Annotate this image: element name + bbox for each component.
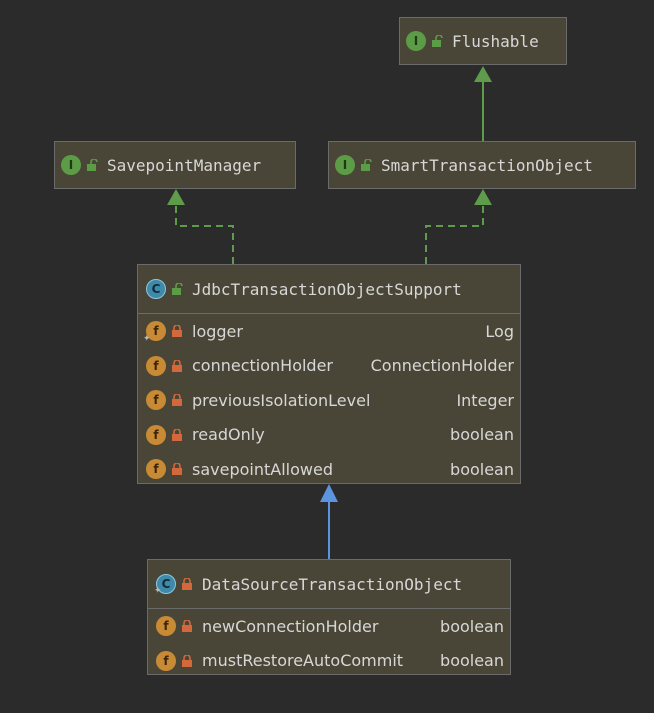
interface-icon: I	[406, 31, 426, 51]
field-icon: f	[146, 424, 166, 445]
node-title: SmartTransactionObject	[381, 155, 593, 175]
field-row-must-restore-auto-commit[interactable]: f mustRestoreAutoCommit boolean	[148, 644, 510, 679]
edge-jdbc-to-savepoint	[175, 203, 234, 264]
field-row-previous-isolation-level[interactable]: f previousIsolationLevel Integer	[138, 383, 520, 418]
field-type: ConnectionHolder	[370, 356, 514, 376]
private-lock-icon	[170, 462, 184, 476]
field-icon: f	[146, 459, 166, 480]
field-row-new-connection-holder[interactable]: f newConnectionHolder boolean	[148, 609, 510, 644]
field-type: boolean	[450, 459, 514, 479]
arrowhead-savepoint	[167, 189, 185, 205]
interface-icon: I	[335, 155, 355, 175]
flushable-header: I Flushable	[400, 18, 566, 64]
public-icon	[170, 282, 184, 296]
field-type: Integer	[456, 390, 514, 410]
smart-transaction-object-header: I SmartTransactionObject	[329, 142, 635, 188]
abstract-class-icon: C	[146, 279, 166, 299]
field-type: boolean	[440, 651, 504, 671]
field-row-logger[interactable]: f✦ logger Log	[138, 314, 520, 349]
private-lock-icon	[170, 324, 184, 338]
private-lock-icon	[170, 428, 184, 442]
savepoint-manager-header: I SavepointManager	[55, 142, 295, 188]
field-icon: f	[146, 355, 166, 376]
private-lock-icon	[180, 619, 194, 633]
arrowhead-smart	[474, 189, 492, 205]
arrowhead-flushable	[474, 66, 492, 82]
field-name: readOnly	[192, 425, 265, 445]
interface-icon: I	[61, 155, 81, 175]
field-row-savepoint-allowed[interactable]: f savepointAllowed boolean	[138, 452, 520, 487]
field-name: previousIsolationLevel	[192, 390, 371, 410]
jdbc-transaction-object-support-node[interactable]: C JdbcTransactionObjectSupport f✦ logger…	[137, 264, 521, 484]
field-row-connection-holder[interactable]: f connectionHolder ConnectionHolder	[138, 349, 520, 384]
node-title: JdbcTransactionObjectSupport	[192, 279, 462, 299]
private-lock-icon	[180, 577, 194, 591]
jdbc-support-header: C JdbcTransactionObjectSupport	[138, 265, 520, 314]
field-list: f✦ logger Log f connectionHolder Connect…	[138, 314, 520, 487]
static-final-field-icon: f✦	[143, 321, 166, 344]
field-name: logger	[192, 321, 243, 341]
datasource-transaction-object-node[interactable]: C✦ DataSourceTransactionObject f newConn…	[147, 559, 511, 675]
public-icon	[85, 158, 99, 172]
node-title: Flushable	[452, 31, 539, 51]
field-icon: f	[146, 390, 166, 411]
field-name: savepointAllowed	[192, 459, 333, 479]
field-icon: f	[156, 616, 176, 637]
field-type: boolean	[450, 425, 514, 445]
private-lock-icon	[180, 654, 194, 668]
field-list: f newConnectionHolder boolean f mustRest…	[148, 609, 510, 678]
public-icon	[430, 34, 444, 48]
field-type: boolean	[440, 616, 504, 636]
edge-jdbc-to-smart	[425, 203, 484, 264]
arrowhead-jdbc	[320, 484, 338, 502]
flushable-node[interactable]: I Flushable	[399, 17, 567, 65]
smart-transaction-object-node[interactable]: I SmartTransactionObject	[328, 141, 636, 189]
field-name: newConnectionHolder	[202, 616, 379, 636]
field-type: Log	[485, 321, 514, 341]
node-title: DataSourceTransactionObject	[202, 574, 463, 594]
private-lock-icon	[170, 359, 184, 373]
savepoint-manager-node[interactable]: I SavepointManager	[54, 141, 296, 189]
private-lock-icon	[170, 393, 184, 407]
node-title: SavepointManager	[107, 155, 262, 175]
static-class-icon: C✦	[154, 574, 176, 596]
field-row-read-only[interactable]: f readOnly boolean	[138, 418, 520, 453]
field-icon: f	[156, 650, 176, 671]
field-name: connectionHolder	[192, 356, 333, 376]
field-name: mustRestoreAutoCommit	[202, 651, 404, 671]
public-icon	[359, 158, 373, 172]
datasource-tx-header: C✦ DataSourceTransactionObject	[148, 560, 510, 609]
